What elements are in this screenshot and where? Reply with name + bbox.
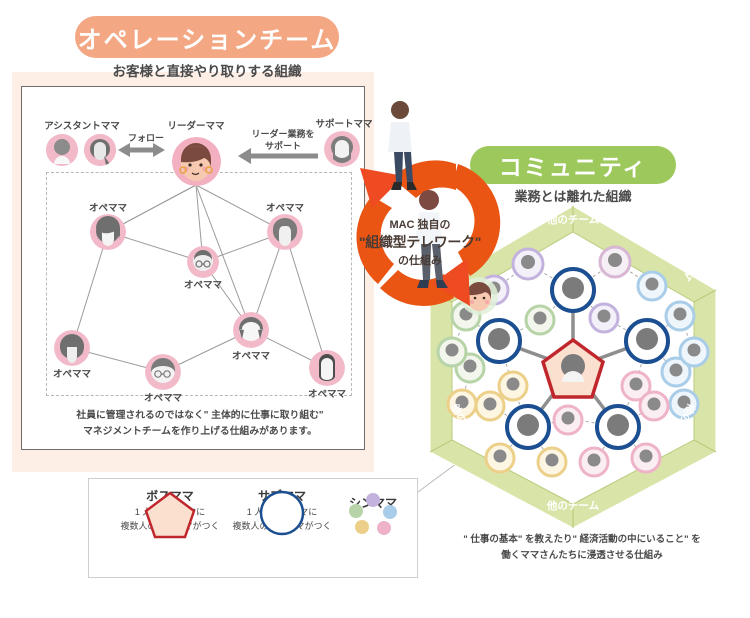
boss-mama-node [540, 337, 606, 399]
shin-mama-silhouettes [445, 253, 701, 467]
avatar-ope-mama-4 [54, 330, 90, 366]
avatar-assistant-mama-2 [84, 134, 116, 166]
swirl-line-1: MAC 独自の [389, 219, 451, 231]
avatar-ope-mama-3 [187, 246, 219, 278]
swirl-line-3: の仕組み [398, 255, 442, 267]
swirl-line-2: "組織型テレワーク" [358, 234, 482, 250]
dots-cluster-icon [349, 493, 397, 535]
community-title: コミュニティ [498, 154, 648, 180]
pentagon-icon [144, 491, 196, 539]
sub-mama-silhouettes [488, 277, 658, 436]
operation-team-title-pill: オペレーションチーム [75, 16, 339, 58]
community-title-pill: コミュニティ [470, 146, 676, 184]
operation-team-title: オペレーションチーム [77, 26, 337, 54]
person-standing-left [388, 101, 417, 190]
support-arrow [238, 148, 318, 164]
label-ope-mama-7: オペママ [307, 389, 346, 400]
operation-team-caption: 社員に管理されるのではなく" 主体的に仕事に取り組む" マネジメントチームを作り… [76, 410, 324, 437]
support-arrow-label: リーダー業務を サポート [251, 129, 315, 152]
follow-arrow-label: フォロー [127, 133, 164, 143]
label-ope-mama-6: オペママ [231, 351, 270, 362]
label-leader-mama: リーダーママ [167, 121, 225, 132]
label-assistant-mama: アシスタントママ [44, 121, 120, 132]
person-standing-middle [415, 190, 448, 288]
follow-arrow [118, 143, 165, 157]
avatar-leader-mama [172, 137, 221, 186]
mac-telework-swirl-label: MAC 独自の "組織型テレワーク" の仕組み [358, 216, 482, 268]
avatar-ope-mama-1 [90, 214, 126, 250]
label-support-mama: サポートママ [315, 119, 373, 130]
legend-item-sub-mama: サブママ 1 人のサブママに 複数人のシンママがつく [222, 487, 342, 536]
community-caption: " 仕事の基本" を教えたり" 経済活動の中にいること" を 働くママさんたちに… [463, 534, 701, 562]
avatar-support-mama [324, 131, 360, 167]
circle-outline-icon [259, 490, 305, 536]
label-ope-mama-1: オペママ [88, 203, 127, 214]
avatar-ope-mama-2 [267, 214, 303, 250]
avatar-ope-mama-7 [309, 350, 345, 386]
label-ope-mama-5: オペママ [143, 393, 182, 404]
hexagon-edge-label-bottom: 他のチーム [546, 500, 600, 512]
avatar-ope-mama-5 [145, 354, 181, 390]
label-ope-mama-3: オペママ [183, 280, 222, 291]
legend-item-boss-mama: ボスママ 1 人のボスママに 複数人のサブママがつく [110, 487, 230, 539]
hexagon-edge-label-top: 他のチーム [546, 214, 600, 226]
operation-team-subtitle: お客様と直接やり取りする組織 [112, 64, 302, 79]
label-ope-mama-2: オペママ [265, 203, 304, 214]
legend-item-shin-mama: シンママ [330, 490, 416, 535]
avatar-ope-mama-6 [233, 312, 269, 348]
community-subtitle: 業務とは離れた組織 [514, 189, 632, 204]
label-ope-mama-4: オペママ [52, 369, 91, 380]
avatar-assistant-mama-1 [46, 134, 78, 166]
